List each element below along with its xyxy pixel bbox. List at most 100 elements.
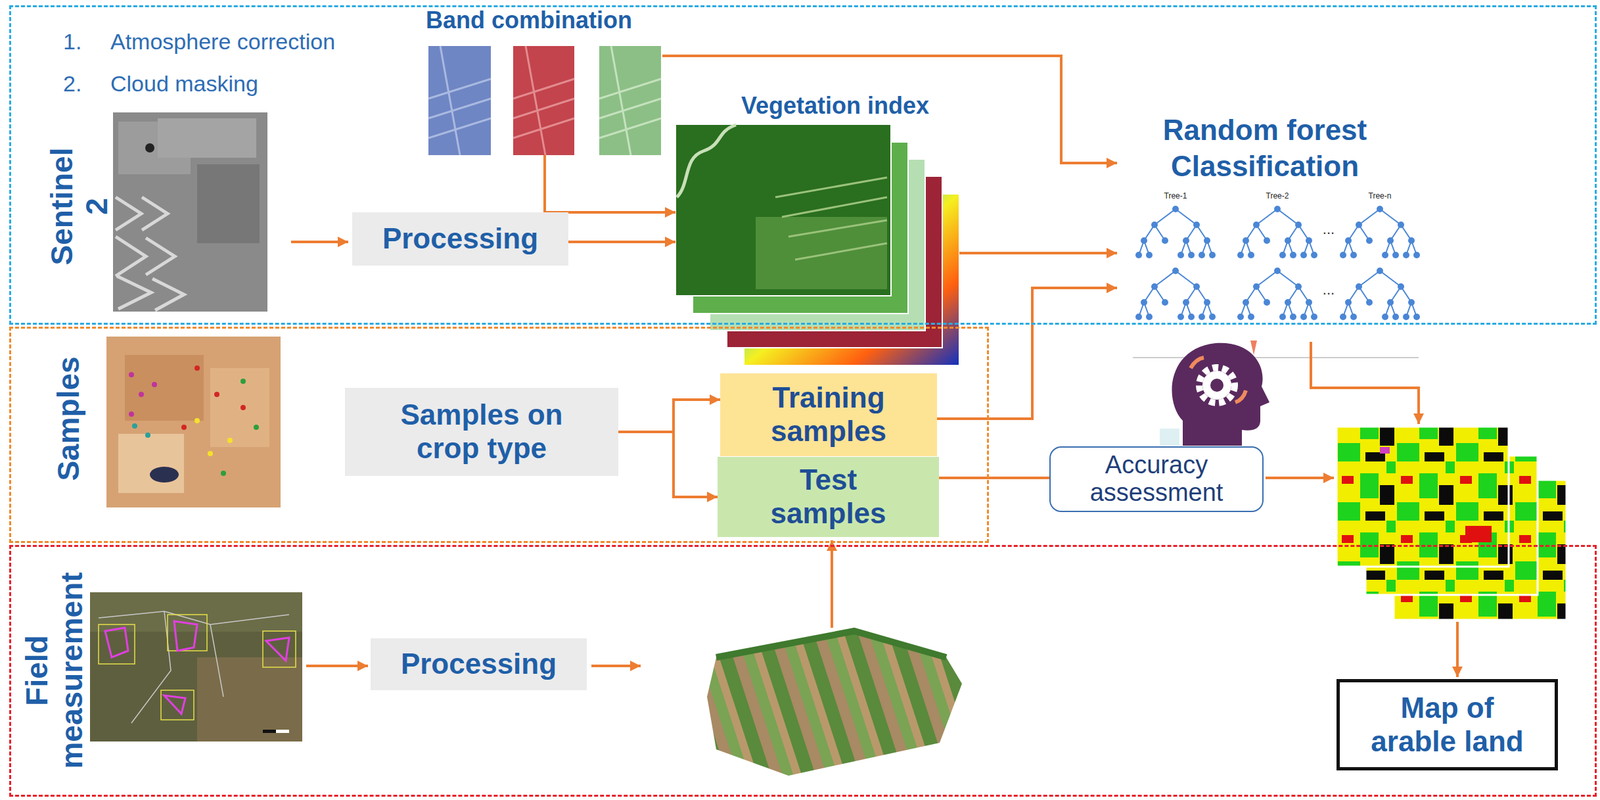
sample-image [207, 450, 213, 457]
vegetation-index-stack [775, 177, 888, 260]
band-title: Samples [51, 313, 87, 524]
image-stack: Vegetation index [675, 91, 960, 366]
ai-head-icon [1250, 340, 1258, 355]
flow-arrow [568, 240, 676, 244]
ai-head-icon [1159, 428, 1180, 446]
band-title: Field measurement [19, 561, 90, 779]
tree-label: ... [1322, 220, 1335, 238]
sample-image [151, 381, 158, 388]
band-image [428, 45, 662, 156]
flow-arrow [959, 251, 1118, 255]
sample-image [227, 437, 233, 443]
field-map-image [197, 657, 303, 742]
region-band: SamplesSamples on crop typeTraining samp… [9, 326, 989, 543]
trees-illustration [1339, 267, 1420, 320]
field-map-image [105, 620, 290, 714]
drone-image [703, 617, 966, 782]
node-text: Accuracy assessment [1077, 451, 1236, 507]
tree-label: Tree-n [1368, 191, 1392, 202]
map-stack [1336, 426, 1567, 620]
trees-illustration [1135, 205, 1216, 259]
flow-arrow [1265, 476, 1334, 480]
flow-arrow [830, 540, 834, 628]
sample-image [106, 336, 281, 508]
tree-label: Tree-1 [1164, 191, 1188, 202]
band-image [513, 45, 575, 156]
node-text: Vegetation index [675, 91, 960, 119]
flow-arrow [618, 399, 721, 432]
sample-image [128, 411, 135, 417]
sample-image [253, 424, 259, 430]
ai-head-icon [1190, 357, 1246, 403]
assessment-box: Accuracy assessment [1049, 446, 1264, 512]
node-text: Test samples [762, 463, 895, 530]
node-text: Processing [400, 647, 557, 681]
sample-image [240, 378, 246, 384]
ai-head-icon [1202, 370, 1232, 400]
trees-illustration [1237, 205, 1318, 259]
drone-image [703, 617, 966, 782]
vegetation-index-stack [755, 216, 888, 290]
node-text: Training samples [730, 381, 928, 448]
flow-arrow [544, 155, 676, 213]
node-text: Samples on crop type [383, 398, 581, 465]
step-note: 1. [63, 28, 82, 55]
satellite-image [157, 118, 257, 158]
sample-image [145, 432, 151, 438]
satellite-image [197, 164, 260, 244]
sample-box: Training samples [720, 373, 938, 457]
tree-label: ... [1322, 281, 1335, 298]
satellite-image [113, 112, 268, 312]
tree-label: Tree-2 [1266, 191, 1290, 202]
band-image [428, 45, 491, 156]
sample-image [214, 391, 220, 397]
field-map-image [90, 592, 303, 742]
node-text: Random forest Classification [1140, 111, 1390, 184]
output-box: Map of arable land [1336, 678, 1558, 771]
sample-box: Test samples [717, 456, 939, 537]
flow-arrow [937, 287, 1118, 419]
sample-image [138, 391, 144, 397]
flow-arrow [291, 240, 349, 244]
ai-head-icon [1210, 378, 1224, 392]
node-text: Processing [382, 222, 539, 256]
flow-arrow [1456, 621, 1459, 677]
sample-image [118, 433, 184, 493]
band-title: Sentinel 2 [44, 140, 115, 273]
step-note: Atmosphere correction [110, 28, 336, 55]
field-map-image [90, 592, 303, 742]
drone-image [703, 617, 966, 782]
band-image [599, 45, 662, 156]
sample-image [220, 470, 227, 476]
satellite-image [113, 112, 268, 312]
flow-arrow [306, 664, 368, 667]
field-map-image [167, 614, 207, 651]
sample-image [181, 424, 187, 430]
node-text: Band combination [425, 6, 663, 34]
trees-illustration [1237, 267, 1318, 320]
flow-arrow [938, 476, 1050, 480]
ai-head-icon [1132, 356, 1419, 359]
satellite-image [145, 143, 155, 153]
ai-head-icon [1199, 367, 1235, 403]
node-text: Map of arable land [1362, 691, 1533, 758]
field-map-image [262, 729, 276, 733]
sample-image [194, 365, 200, 371]
sample-image [210, 367, 270, 447]
ai-head-icon [1171, 342, 1270, 446]
vegetation-index-stack [675, 124, 892, 296]
step-note: 2. [63, 70, 82, 97]
sample-image [124, 354, 204, 421]
process-box: Processing [370, 638, 587, 690]
ai-head-icon [1132, 340, 1419, 446]
flow-arrow [591, 664, 641, 667]
vegetation-index-stack [676, 124, 736, 198]
trees-illustration [1135, 205, 1420, 320]
field-map-image [98, 611, 290, 723]
satellite-image [115, 197, 184, 311]
trees-illustration [1339, 205, 1420, 259]
region-band: Field measurement ProcessingMap of arable… [9, 544, 1597, 797]
classifier: Random forest Classification [1117, 111, 1413, 319]
drone-image [716, 630, 947, 658]
band-image [599, 45, 662, 156]
